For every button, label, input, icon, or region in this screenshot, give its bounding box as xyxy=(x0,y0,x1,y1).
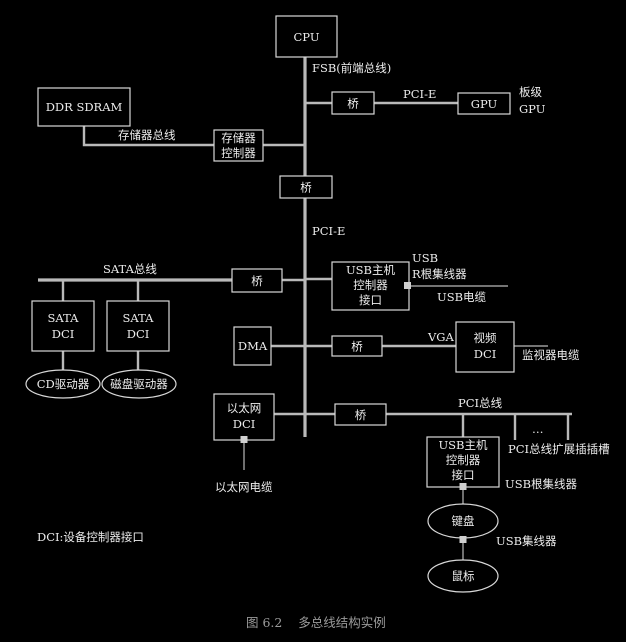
bridge-sata-box: 桥 xyxy=(231,268,283,293)
usb-host-top-label-2: 控制器 xyxy=(353,278,388,292)
dci-legend: DCI:设备控制器接口 xyxy=(37,530,144,544)
board-gpu-label-1: 板级 xyxy=(519,85,542,99)
monitor-cable-label: 监视器电缆 xyxy=(522,348,580,362)
ethernet-dci-box: 以太网 DCI xyxy=(213,393,275,441)
video-dci-label-1: 视频 xyxy=(474,331,497,345)
usb-port-top-dot xyxy=(404,282,411,289)
keyboard-label: 键盘 xyxy=(452,514,475,528)
bridge-pci-box: 桥 xyxy=(334,403,387,426)
usb-host-bottom-box: USB主机 控制器 接口 xyxy=(426,436,500,488)
bridge-gpu-box: 桥 xyxy=(331,91,375,115)
bridge-gpu-label: 桥 xyxy=(347,97,359,111)
bridge-main-label: 桥 xyxy=(300,181,312,195)
usb-r-hub-label-2: R根集线器 xyxy=(412,267,467,281)
video-dci-label-2: DCI xyxy=(474,347,497,361)
sata-bus-label: SATA总线 xyxy=(103,262,157,276)
bridge-pci-label: 桥 xyxy=(355,408,367,422)
memory-bus-line xyxy=(82,126,214,147)
figure-caption: 图 6.2 多总线结构实例 xyxy=(246,615,386,630)
ddr-box: DDR SDRAM xyxy=(37,87,131,127)
memctrl-label-2: 控制器 xyxy=(221,146,256,160)
vga-label: VGA xyxy=(427,330,454,344)
pcie-main-label: PCI-E xyxy=(312,224,345,238)
component-boxes: CPU FSB(前端总线) 桥 PCI-E GPU 板级 GPU DDR SDR… xyxy=(25,15,610,593)
usb-host-bottom-label-1: USB主机 xyxy=(438,438,488,452)
fsb-label: FSB(前端总线) xyxy=(312,61,391,75)
bus-lines xyxy=(38,57,572,560)
gpu-label: GPU xyxy=(471,97,498,111)
usb-cable-label: USB电缆 xyxy=(437,290,487,304)
usb-root-hub-label: USB根集线器 xyxy=(505,477,578,491)
sata-dci-2-label-2: DCI xyxy=(127,327,150,341)
memory-bus-label: 存储器总线 xyxy=(118,128,176,142)
gpu-box: GPU xyxy=(457,92,511,115)
mouse-label: 鼠标 xyxy=(452,569,475,583)
usb-host-top-label-1: USB主机 xyxy=(346,263,396,277)
ethernet-dci-label-2: DCI xyxy=(233,417,256,431)
usb-port-bottom-dot xyxy=(459,483,467,490)
sata-dci-1-label-1: SATA xyxy=(48,311,80,325)
cpu-label: CPU xyxy=(293,30,319,44)
cd-drive-ellipse: CD驱动器 xyxy=(25,369,101,399)
usb-host-bottom-label-2: 控制器 xyxy=(446,453,481,467)
bridge-main-box: 桥 xyxy=(279,175,333,199)
pci-slots-ellipsis: … xyxy=(532,422,544,436)
bridge-sata-label: 桥 xyxy=(251,274,263,288)
board-gpu-label-2: GPU xyxy=(519,102,546,116)
usb-hub-dot xyxy=(459,536,467,543)
keyboard-ellipse: 键盘 xyxy=(427,503,499,539)
sata-dci-1-label-2: DCI xyxy=(52,327,75,341)
mouse-ellipse: 鼠标 xyxy=(427,559,499,593)
cpu-box: CPU xyxy=(275,15,338,58)
cd-drive-label: CD驱动器 xyxy=(37,377,90,391)
memory-controller-box: 存储器 控制器 xyxy=(213,129,264,162)
ethernet-dci-label-1: 以太网 xyxy=(227,401,262,415)
sata-dci-box-2: SATA DCI xyxy=(106,300,170,352)
ddr-label: DDR SDRAM xyxy=(46,100,123,114)
sata-dci-box-1: SATA DCI xyxy=(31,300,95,352)
usb-r-hub-label-1: USB xyxy=(412,251,438,265)
disk-drive-ellipse: 磁盘驱动器 xyxy=(101,369,177,399)
usb-host-bottom-label-3: 接口 xyxy=(452,468,475,482)
dma-box: DMA xyxy=(233,326,272,366)
sata-dci-2-label-1: SATA xyxy=(123,311,155,325)
usb-hub-label: USB集线器 xyxy=(496,534,557,548)
disk-drive-label: 磁盘驱动器 xyxy=(110,377,168,391)
pcie-top-label: PCI-E xyxy=(403,87,436,101)
pci-bus-label: PCI总线 xyxy=(458,396,503,410)
usb-host-top-label-3: 接口 xyxy=(359,293,382,307)
pci-slots-label: PCI总线扩展插插槽 xyxy=(508,442,610,456)
bridge-vga-label: 桥 xyxy=(351,340,363,354)
usb-host-top-box: USB主机 控制器 接口 xyxy=(331,261,410,311)
ethernet-cable-label: 以太网电缆 xyxy=(215,480,273,494)
bridge-vga-box: 桥 xyxy=(331,335,383,357)
memctrl-label-1: 存储器 xyxy=(221,131,256,145)
dma-label: DMA xyxy=(238,339,268,353)
video-dci-box: 视频 DCI xyxy=(455,321,515,373)
ethernet-port-dot xyxy=(240,436,248,443)
